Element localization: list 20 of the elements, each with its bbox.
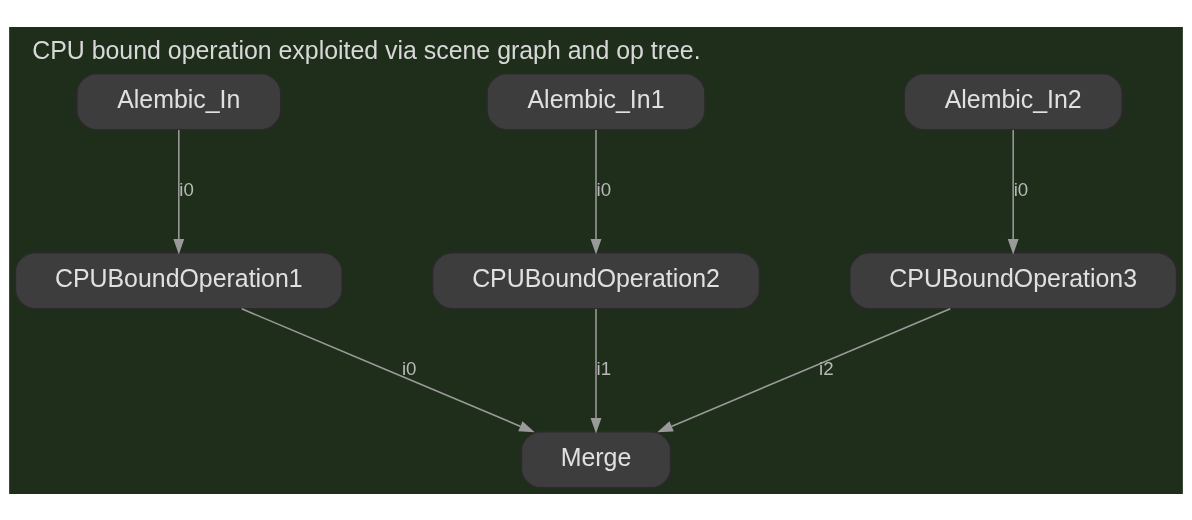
edge-label: i0	[1013, 178, 1029, 200]
arrow	[657, 307, 952, 432]
edge-label: i0	[596, 178, 612, 200]
node-box: CPUBoundOperation3	[848, 251, 1178, 310]
edge-label: i2	[819, 357, 834, 379]
node-box: Merge	[520, 430, 672, 489]
node-box: Alembic_In2	[903, 72, 1123, 130]
edge-label: i0	[401, 357, 417, 379]
edge-label: i1	[596, 357, 612, 379]
arrow	[590, 307, 602, 434]
arrow	[1007, 128, 1019, 255]
arrow	[173, 128, 185, 255]
node-box: CPUBoundOperation1	[14, 251, 344, 310]
diagram-title: CPU bound operation exploited via scene graph and op tree.	[32, 35, 701, 64]
node-box: CPUBoundOperation2	[431, 251, 761, 310]
node-box: Alembic_In1	[486, 72, 706, 130]
node-box: Alembic_In	[76, 72, 282, 130]
arrow	[590, 128, 602, 255]
arrow	[240, 307, 535, 432]
edge-label: i0	[179, 178, 194, 200]
